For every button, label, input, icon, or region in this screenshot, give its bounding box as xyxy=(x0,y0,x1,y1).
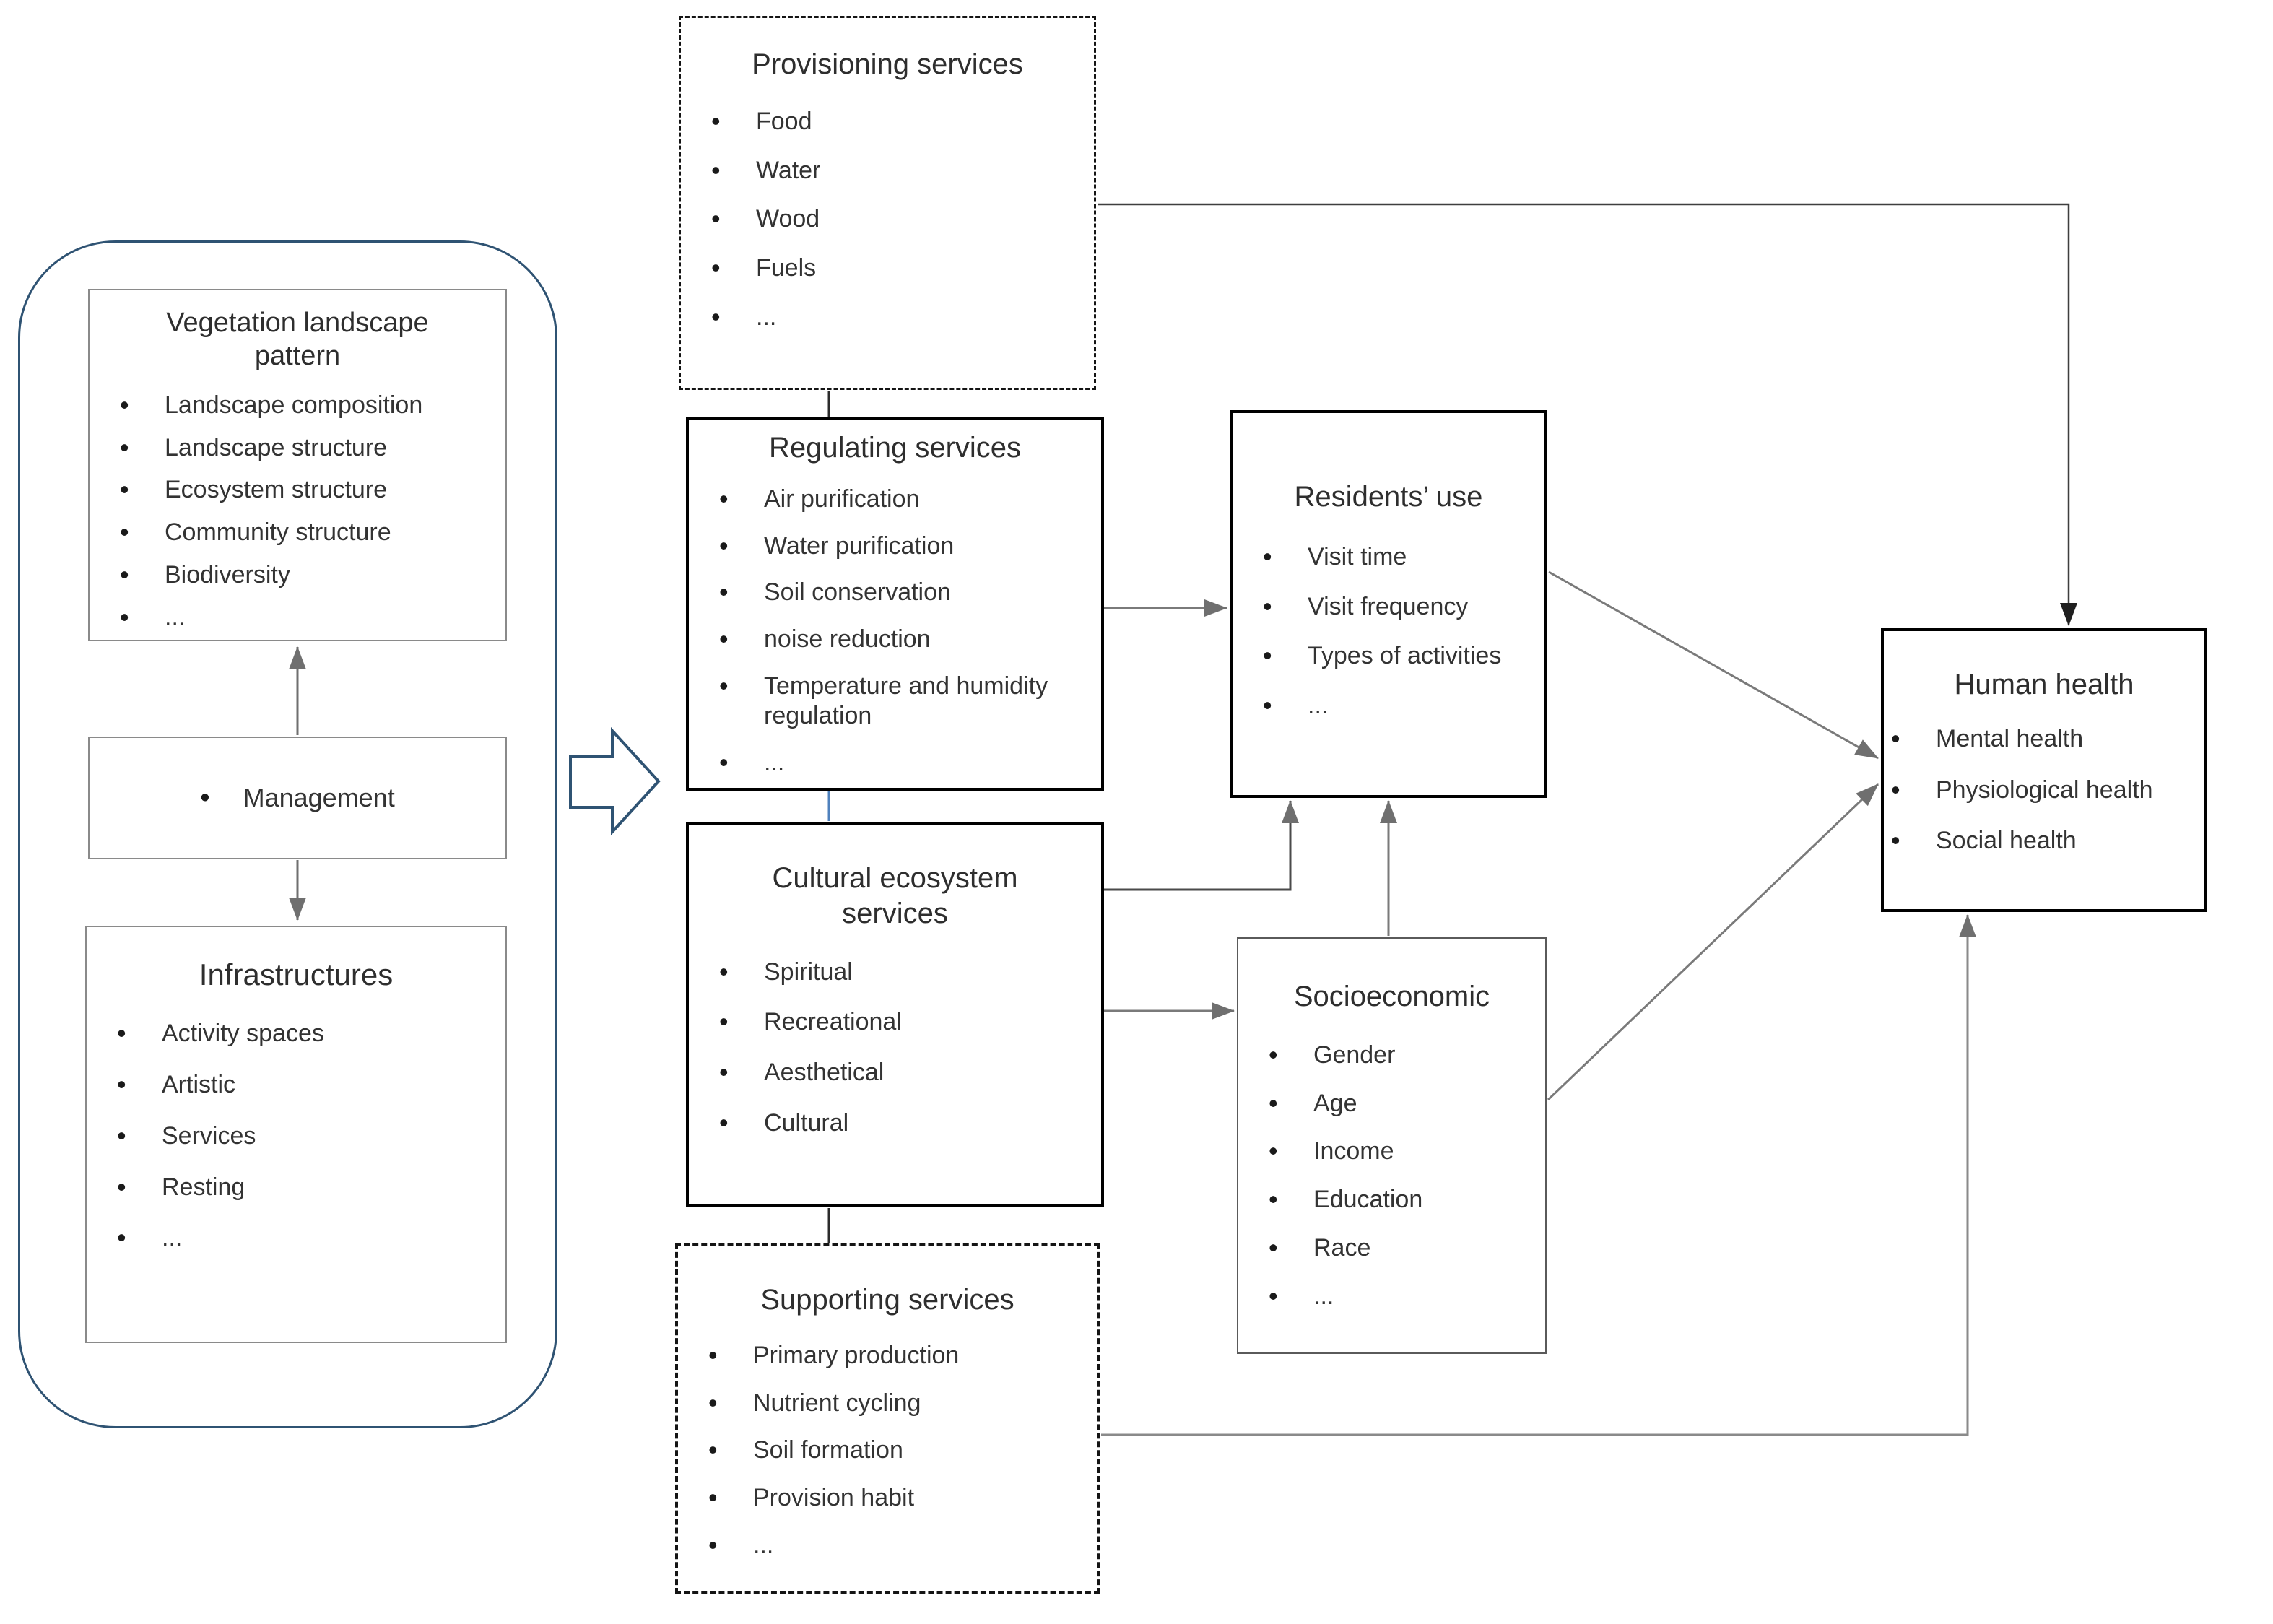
list-item: Age xyxy=(1269,1087,1532,1119)
list-item: Cultural xyxy=(719,1107,1088,1138)
arrow-provisioning-to-human-health xyxy=(1098,203,2077,626)
list-item: Recreational xyxy=(719,1006,1088,1037)
provisioning-services-box: Provisioning services Food Water Wood Fu… xyxy=(679,16,1096,390)
list-item: Types of activities xyxy=(1263,640,1531,671)
box-title: Socioeconomic xyxy=(1293,981,1490,1012)
list-item: Wood xyxy=(711,203,1081,234)
list-item: Race xyxy=(1269,1232,1532,1263)
box-title: Regulating services xyxy=(768,432,1022,464)
list-item: Income xyxy=(1269,1135,1532,1166)
list-item: Landscape composition xyxy=(120,389,492,420)
list-item: Primary production xyxy=(708,1339,1084,1371)
list-item: Gender xyxy=(1269,1039,1532,1070)
list-item: Biodiversity xyxy=(120,559,492,590)
infrastructures-box: Infrastructures Activity spaces Artistic… xyxy=(85,926,507,1343)
arrow-socioeconomic-to-human-health xyxy=(1547,783,1879,1101)
supporting-services-box: Supporting services Primary production N… xyxy=(675,1243,1100,1594)
list-item: Visit time xyxy=(1263,541,1531,572)
residents-use-box: Residents’ use Visit time Visit frequenc… xyxy=(1230,410,1547,798)
box-title: Supporting services xyxy=(760,1284,1014,1316)
regulating-services-box: Regulating services Air purification Wat… xyxy=(686,417,1104,791)
list-item: Air purification xyxy=(719,483,1088,514)
arrow-residents-use-to-human-health xyxy=(1548,570,1879,760)
list-item: Visit frequency xyxy=(1263,591,1531,622)
list-item: Artistic xyxy=(117,1069,492,1100)
box-title: Provisioning services xyxy=(752,48,1023,80)
list-item: Community structure xyxy=(120,516,492,547)
list-item: ... xyxy=(120,602,492,633)
bullet-list: Air purification Water purification Soil… xyxy=(689,483,1101,778)
box-title: Residents’ use xyxy=(1294,481,1483,513)
list-item: Water xyxy=(711,155,1081,186)
list-item: Education xyxy=(1269,1184,1532,1215)
list-item: ... xyxy=(711,301,1081,332)
list-item: Soil conservation xyxy=(719,576,1088,607)
box-title: Infrastructures xyxy=(199,958,394,991)
management-box: Management xyxy=(88,737,507,859)
list-item: Nutrient cycling xyxy=(708,1387,1084,1418)
box-title: Cultural ecosystem services xyxy=(772,862,1018,929)
vegetation-landscape-pattern-box: Vegetation landscape pattern Landscape c… xyxy=(88,289,507,641)
list-item: Mental health xyxy=(1891,723,2197,754)
cultural-ecosystem-services-box: Cultural ecosystem services Spiritual Re… xyxy=(686,822,1104,1207)
list-item: Soil formation xyxy=(708,1434,1084,1465)
list-item: ... xyxy=(1263,690,1531,721)
list-item: ... xyxy=(708,1529,1084,1560)
list-item: ... xyxy=(117,1222,492,1253)
bullet-list: Food Water Wood Fuels ... xyxy=(681,105,1094,332)
list-item: Landscape structure xyxy=(120,432,492,463)
list-item: Food xyxy=(711,105,1081,136)
socioeconomic-box: Socioeconomic Gender Age Income Educatio… xyxy=(1237,937,1547,1354)
flow-arrow-icon xyxy=(569,726,661,836)
list-item: ... xyxy=(1269,1280,1532,1311)
list-item: Water purification xyxy=(719,530,1088,561)
bullet-list: Landscape composition Landscape structur… xyxy=(90,389,505,633)
list-item: ... xyxy=(719,747,1088,778)
list-item: noise reduction xyxy=(719,623,1088,654)
bullet-list: Mental health Physiological health Socia… xyxy=(1884,723,2204,856)
list-item: Activity spaces xyxy=(117,1017,492,1048)
box-title: Human health xyxy=(1954,669,2134,700)
list-item: Resting xyxy=(117,1171,492,1202)
list-item: Provision habit xyxy=(708,1482,1084,1513)
bullet-list: Primary production Nutrient cycling Soil… xyxy=(678,1339,1097,1560)
bullet-list: Visit time Visit frequency Types of acti… xyxy=(1233,541,1544,721)
list-item: Temperature and humidity regulation xyxy=(719,670,1088,731)
box-title: Vegetation landscape pattern xyxy=(166,308,429,372)
list-item: Ecosystem structure xyxy=(120,474,492,505)
list-item: Fuels xyxy=(711,252,1081,283)
arrow-supporting-to-human-health xyxy=(1101,914,1976,1436)
human-health-box: Human health Mental health Physiological… xyxy=(1881,628,2207,912)
list-item: Spiritual xyxy=(719,956,1088,987)
list-item: Social health xyxy=(1891,825,2197,856)
list-item: Aesthetical xyxy=(719,1056,1088,1087)
bullet-list: Spiritual Recreational Aesthetical Cultu… xyxy=(689,956,1101,1138)
management-label: Management xyxy=(90,738,505,858)
vegetation-infrastructure-group xyxy=(18,240,557,1428)
list-item: Services xyxy=(117,1120,492,1151)
bullet-list: Activity spaces Artistic Services Restin… xyxy=(87,1017,505,1253)
bullet-list: Gender Age Income Education Race ... xyxy=(1238,1039,1545,1311)
arrow-cultural-to-residents-use xyxy=(1104,800,1299,891)
list-item: Physiological health xyxy=(1891,774,2197,805)
